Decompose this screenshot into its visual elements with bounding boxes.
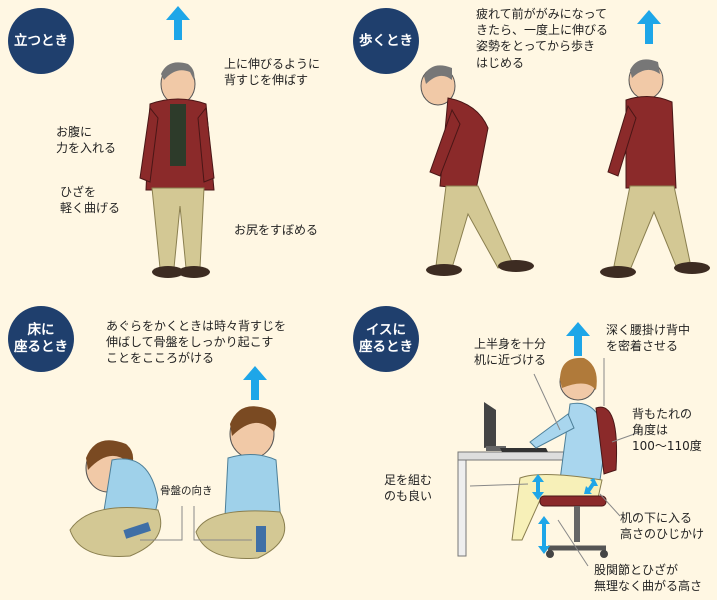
chair-note-backrest-angle: 背もたれの 角度は 100～110度	[632, 407, 702, 454]
floor-upright-illustration	[195, 406, 286, 559]
standing-note-back: 上に伸びるように 背すじを伸ばす	[224, 57, 321, 88]
double-arrow-icon	[532, 474, 598, 554]
chair-sitting-badge: イスに 座るとき	[353, 306, 419, 372]
desk-chair-illustration	[457, 357, 618, 558]
up-arrow-icon	[166, 6, 190, 40]
floor-sitting-badge: 床に 座るとき	[8, 306, 74, 372]
floor-bent-illustration	[69, 440, 162, 557]
standing-badge: 立つとき	[8, 8, 74, 74]
walking-upright-illustration	[600, 59, 710, 278]
up-arrow-icon	[566, 322, 590, 356]
walking-note: 疲れて前ががみになって きたら、一度上に伸びる 姿勢をとってから歩き はじめる	[476, 7, 609, 70]
floor-note: あぐらをかくときは時々背すじを 伸ばして骨盤をしっかり起こす ことをこころがける	[106, 319, 287, 366]
up-arrow-icon	[243, 366, 267, 400]
standing-note-knees: ひざを 軽く曲げる	[60, 185, 121, 216]
chair-note-armrest: 机の下に入る 高さのひじかけ	[620, 511, 705, 542]
walking-badge: 歩くとき	[353, 8, 419, 74]
chair-note-hip-height: 股関節とひざが 無理なく曲がる高さ	[594, 563, 703, 594]
up-arrow-icon	[637, 10, 661, 44]
chair-note-sit-deep: 深く腰掛け背中 を密着させる	[606, 323, 691, 354]
chair-leader-lines	[469, 358, 641, 567]
pelvis-leader-lines	[140, 506, 252, 541]
chair-note-cross-legs: 足を組む のも良い	[384, 473, 433, 504]
standing-man-illustration	[139, 62, 215, 278]
pelvis-direction-label: 骨盤の向き	[160, 485, 213, 497]
chair-note-upper-body: 上半身を十分 机に近づける	[474, 337, 547, 368]
standing-note-hips: お尻をすぼめる	[234, 223, 319, 237]
walking-bent-illustration	[420, 65, 534, 276]
standing-note-belly: お腹に 力を入れる	[56, 125, 117, 156]
